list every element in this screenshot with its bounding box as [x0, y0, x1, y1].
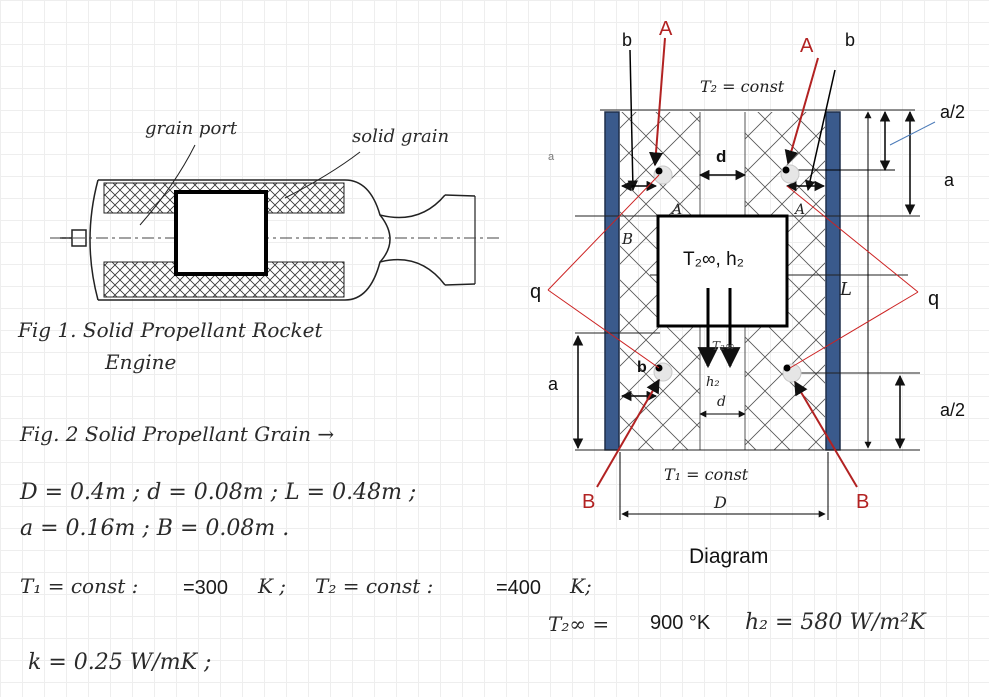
label-Too-small: T₂∞: [712, 339, 735, 353]
diagram-title: Diagram: [689, 545, 768, 568]
solid-grain-leader: [284, 151, 361, 199]
fig1-caption-line2: Engine: [105, 350, 177, 374]
t1-unit: K ;: [258, 574, 287, 598]
t2inf-symbol: T₂∞ =: [548, 612, 610, 636]
label-D: D: [713, 493, 727, 512]
t2-unit: K;: [570, 574, 592, 598]
label-small-a: a: [548, 151, 555, 163]
pin-bottom-right: [782, 363, 802, 383]
h2-value: h₂ = 580 W/m²K: [745, 610, 926, 635]
label-a-half-bottom: a/2: [940, 400, 965, 420]
t2-prefix: T₂ = const :: [315, 574, 434, 598]
t2-value: =400: [496, 577, 542, 599]
label-b-top-right: b: [845, 30, 855, 50]
label-B-small: B: [621, 230, 633, 248]
label-center-box: T₂∞, h₂: [683, 249, 744, 270]
label-d-top: d: [716, 147, 726, 166]
label-b-bottom: b: [637, 359, 647, 376]
grain-port-leader: [139, 144, 196, 226]
label-q-right: q: [928, 288, 939, 310]
k-value: k = 0.25 W/mK ;: [28, 650, 212, 675]
label-A-small-right: A: [793, 202, 805, 218]
label-T1-const: T₁ = const: [664, 465, 749, 484]
label-T2-const: T₂ = const: [700, 77, 785, 96]
label-A-right: A: [800, 35, 814, 57]
engine-casing: [89, 179, 345, 301]
label-A-left: A: [659, 18, 673, 40]
label-B-left: B: [582, 491, 595, 513]
pin-top-left: [653, 165, 673, 185]
given-dimensions-line2: a = 0.16m ; B = 0.08m .: [20, 516, 290, 541]
label-a-right: a: [944, 170, 955, 190]
label-d-bottom: d: [717, 394, 726, 410]
given-dimensions-line1: D = 0.4m ; d = 0.08m ; L = 0.48m ;: [20, 480, 417, 505]
nozzle: [344, 179, 476, 301]
grain-port-label: grain port: [145, 118, 238, 139]
t1-prefix: T₁ = const :: [20, 574, 139, 598]
t1-value: =300: [183, 577, 229, 599]
label-b-top-left: b: [622, 30, 632, 50]
fig1-caption-line1: Fig 1. Solid Propellant Rocket: [18, 318, 323, 342]
label-A-small-left: A: [670, 202, 682, 218]
label-a-half-top: a/2: [940, 102, 965, 122]
center-port-box: [656, 214, 789, 328]
label-B-right: B: [856, 491, 869, 513]
label-h2-small: h₂: [706, 375, 720, 390]
pin-top-right: [780, 164, 800, 184]
label-L: L: [839, 279, 852, 300]
t2inf-value: 900 °K: [650, 612, 711, 634]
fig2-caption: Fig. 2 Solid Propellant Grain →: [20, 422, 335, 446]
label-a-left: a: [548, 374, 559, 394]
solid-grain-label: solid grain: [352, 126, 450, 147]
label-q-left: q: [530, 281, 541, 303]
grain-section-box: [174, 190, 268, 276]
